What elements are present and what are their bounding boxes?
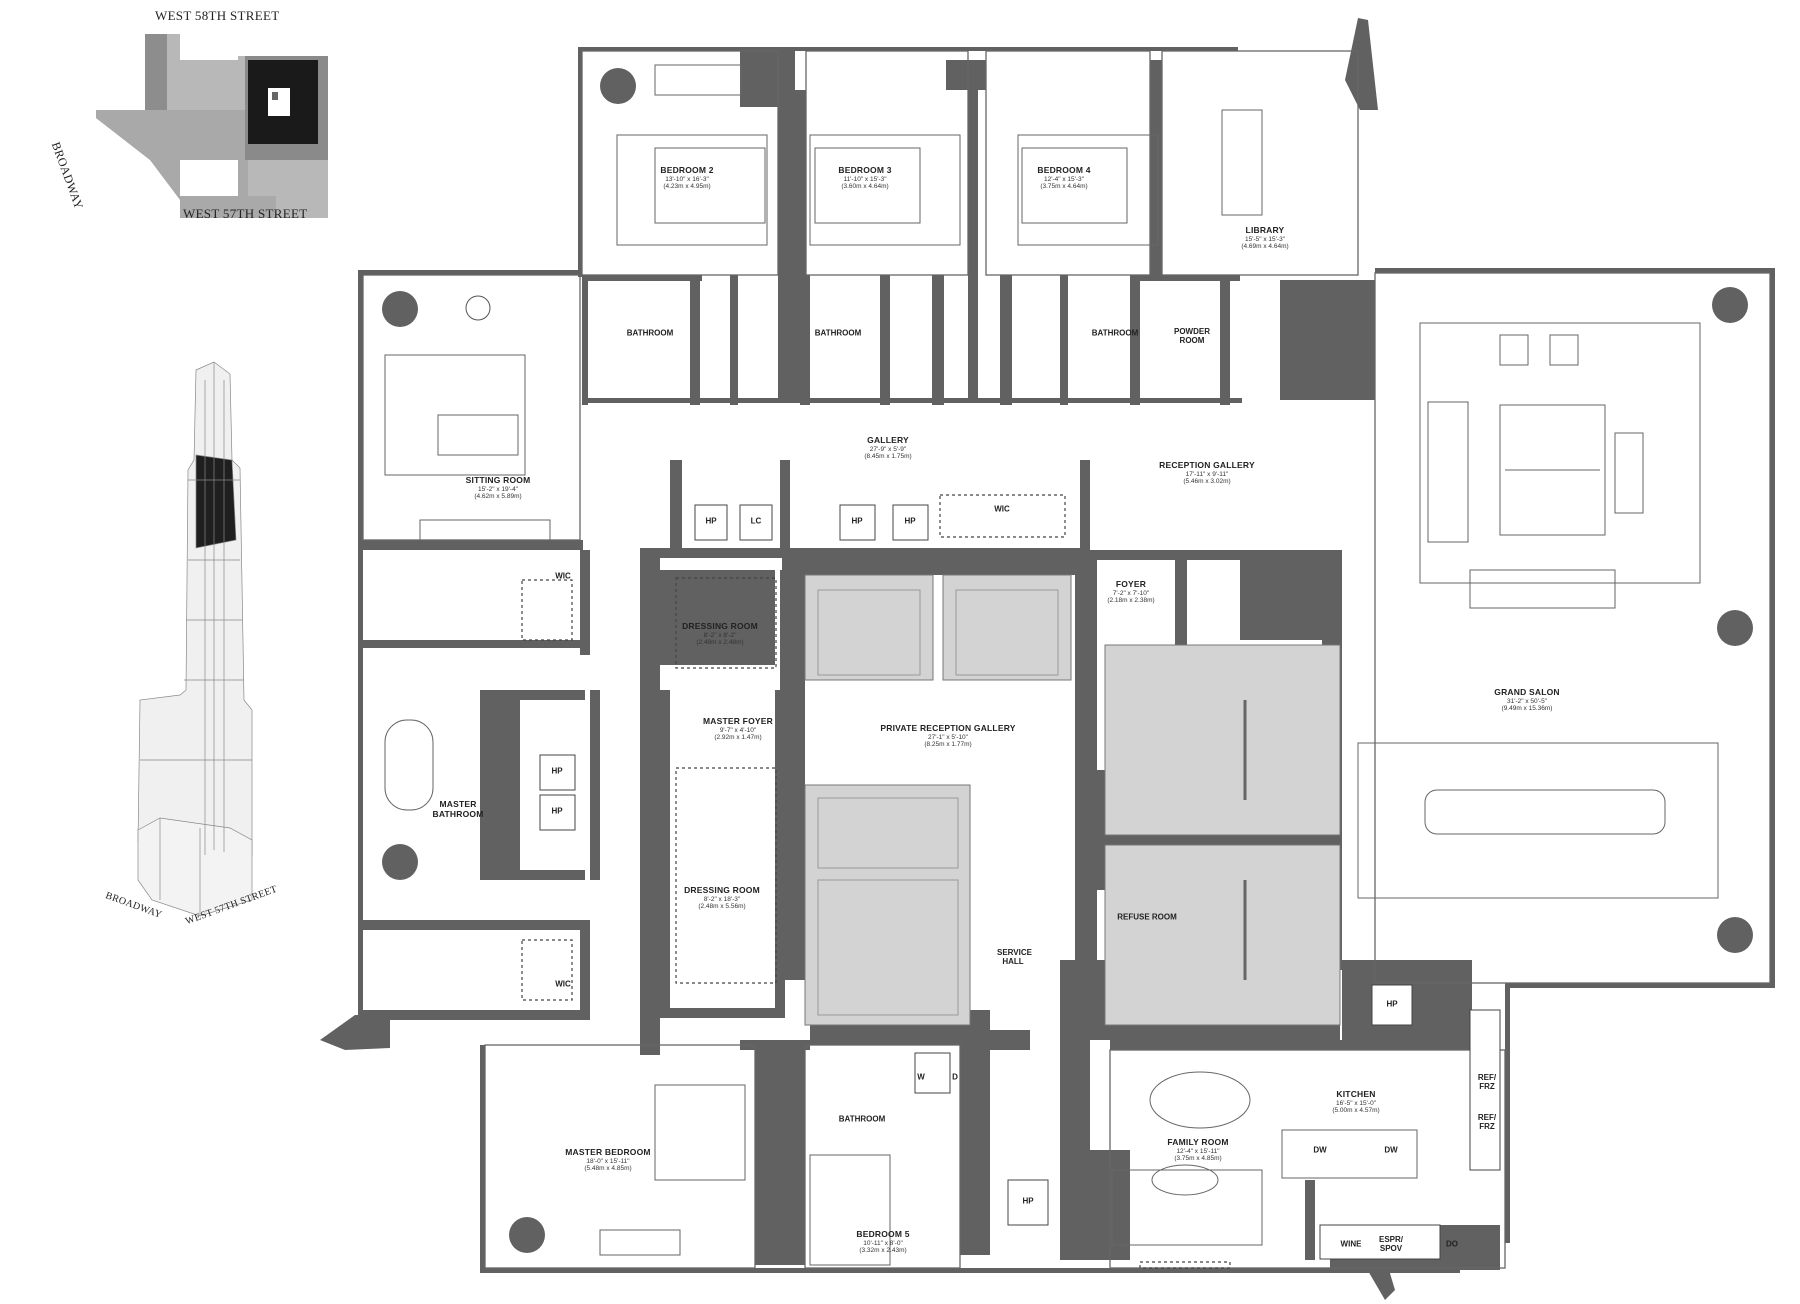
tag-wine: WINE <box>1340 1239 1362 1249</box>
room-label-master-bathroom: MASTER BATHROOM <box>432 799 484 819</box>
tag-hp: HP <box>904 516 916 526</box>
room-label-refuse-room: REFUSE ROOM <box>1117 912 1177 922</box>
hp-boxes <box>539 504 1413 1226</box>
tag-dw: DW <box>1384 1145 1398 1155</box>
tag-w: W <box>917 1072 925 1082</box>
room-label-bathroom-b: BATHROOM <box>814 328 862 338</box>
tag-wic: WIC <box>555 979 571 989</box>
tag-d: D <box>952 1072 958 1082</box>
core-shafts <box>804 574 1341 1026</box>
room-label-bathroom-c: BATHROOM <box>1091 328 1139 338</box>
room-outlines <box>362 50 1771 1269</box>
tag-ref-frz: REF/ FRZ <box>1477 1113 1497 1131</box>
elevator-1 <box>804 574 934 681</box>
closet-lines <box>521 494 1231 1269</box>
room-label-service-hall: SERVICE HALL <box>997 948 1032 966</box>
elevator-3 <box>804 784 971 1026</box>
kitchen-counter <box>1319 1009 1501 1260</box>
tag-ref-frz: REF/ FRZ <box>1477 1073 1497 1091</box>
tag-dw: DW <box>1313 1145 1327 1155</box>
furniture <box>384 64 1719 1266</box>
tag-wic: WIC <box>994 504 1010 514</box>
key-plan-south-street: WEST 57TH STREET <box>183 206 308 221</box>
columns <box>382 68 1753 1253</box>
tag-lc: LC <box>750 516 762 526</box>
tag-hp: HP <box>851 516 863 526</box>
tag-wic: WIC <box>555 571 571 581</box>
tag-espr-spov: ESPR/ SPOV <box>1378 1235 1403 1253</box>
tag-hp: HP <box>1386 999 1398 1009</box>
room-label-powder-room: POWDER ROOM <box>1174 327 1210 345</box>
tower-illustration <box>137 361 253 917</box>
room-label-bathroom-a: BATHROOM <box>626 328 674 338</box>
tag-hp: HP <box>1022 1196 1034 1206</box>
elevator-2 <box>942 574 1072 681</box>
stair-2 <box>1104 844 1341 1026</box>
key-plan-north-street: WEST 58TH STREET <box>155 8 280 23</box>
stair-1 <box>1104 644 1341 836</box>
key-plan <box>96 34 328 218</box>
tag-hp: HP <box>705 516 717 526</box>
tag-do: DO <box>1446 1239 1458 1249</box>
room-label-bathroom-d: BATHROOM <box>838 1114 886 1124</box>
tag-hp: HP <box>551 806 563 816</box>
tag-hp: HP <box>551 766 563 776</box>
